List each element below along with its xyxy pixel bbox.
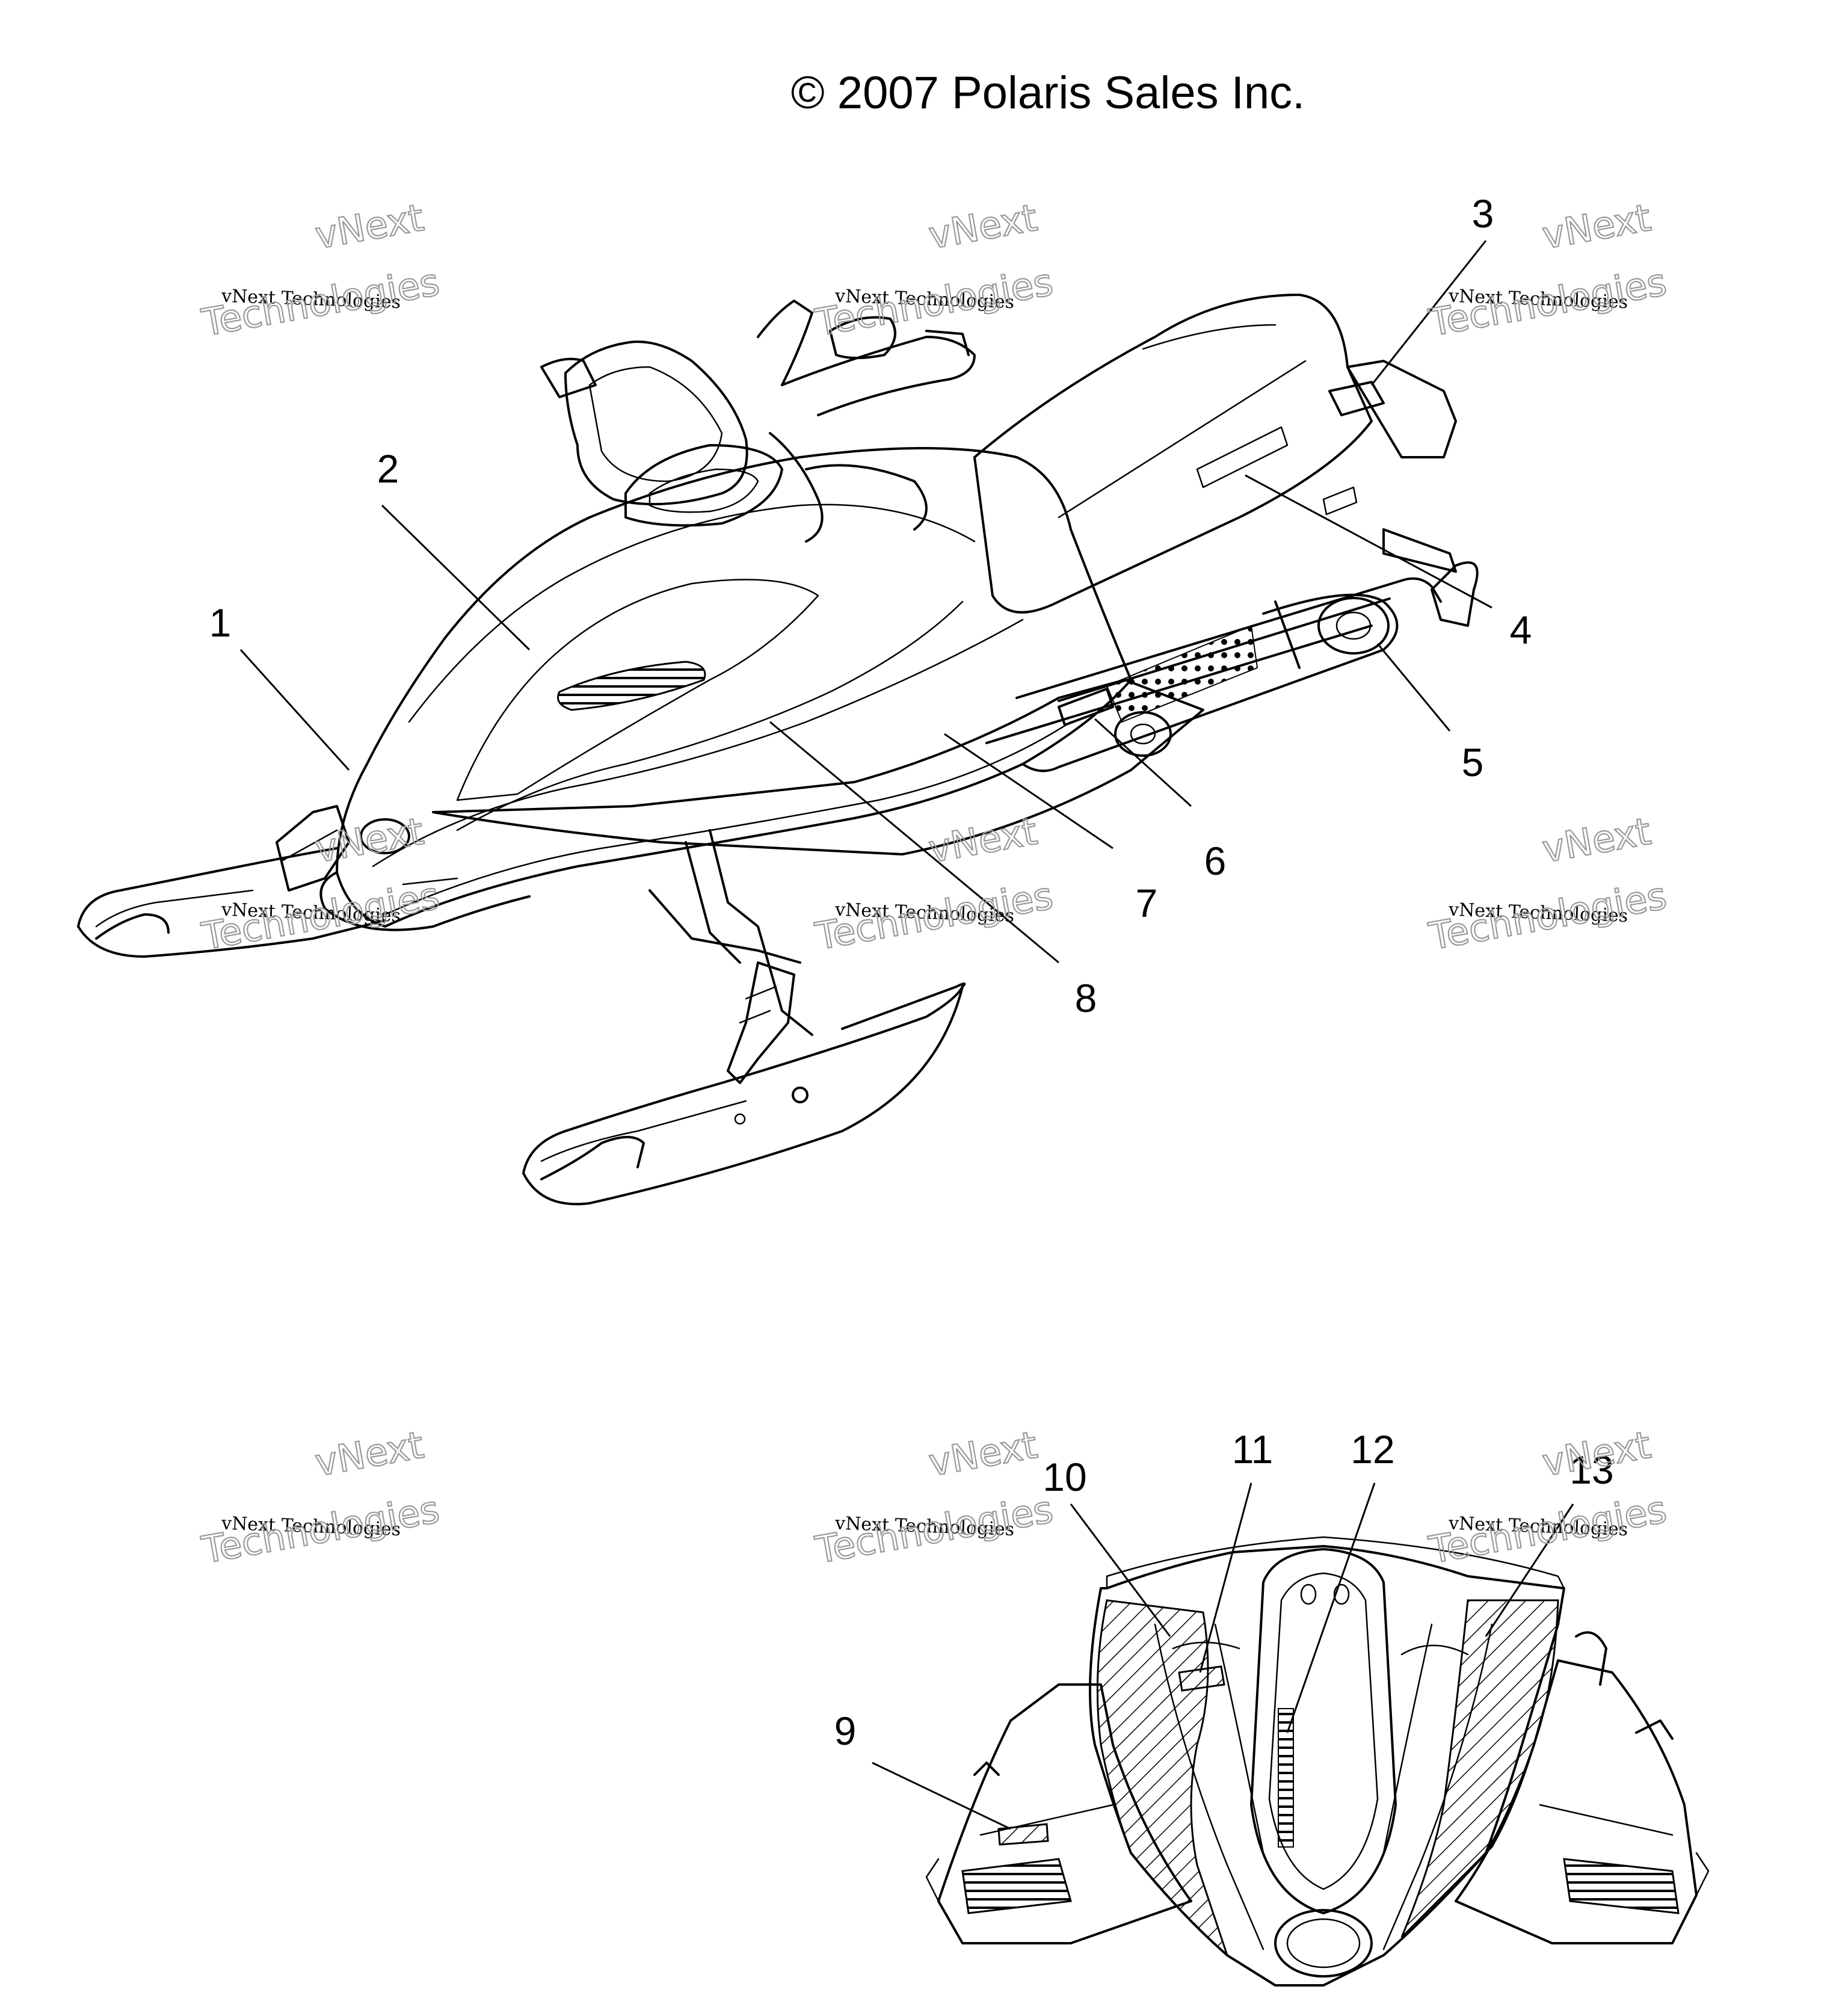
svg-text:Technologies: Technologies [812, 874, 1056, 958]
watermark: vNext vNext Technologies Technologies [198, 195, 443, 346]
watermark: vNext vNext Technologies Technologies [812, 1422, 1057, 1573]
svg-text:Technologies: Technologies [812, 1487, 1056, 1572]
callout-2: 2 [377, 446, 399, 491]
svg-text:Technologies: Technologies [199, 260, 443, 345]
svg-text:Technologies: Technologies [1426, 874, 1670, 958]
watermark: vNext vNext Technologies Technologies [812, 809, 1057, 960]
svg-text:vNext: vNext [925, 809, 1040, 871]
svg-text:Technologies: Technologies [1426, 1487, 1670, 1572]
svg-text:vNext: vNext [312, 1423, 427, 1485]
callout-8: 8 [1075, 976, 1097, 1020]
svg-text:Technologies: Technologies [199, 874, 443, 958]
leader-lines-hood [872, 1482, 1574, 1830]
callout-12: 12 [1351, 1427, 1394, 1472]
svg-text:vNext: vNext [312, 196, 427, 257]
callout-7: 7 [1136, 881, 1158, 925]
watermark: vNext vNext Technologies Technologies [812, 195, 1057, 346]
callout-11: 11 [1232, 1427, 1274, 1472]
watermark: vNext vNext Technologies Technologies [1425, 195, 1671, 346]
svg-text:vNext: vNext [312, 809, 427, 871]
watermark: vNext vNext Technologies Technologies [1425, 809, 1671, 960]
svg-text:vNext: vNext [1539, 809, 1654, 871]
svg-text:vNext: vNext [925, 1423, 1040, 1485]
copyright-text: © 2007 Polaris Sales Inc. [791, 67, 1305, 119]
svg-text:vNext: vNext [1539, 196, 1654, 257]
svg-text:vNext: vNext [1539, 1423, 1654, 1485]
callout-6: 6 [1204, 839, 1227, 883]
callout-5: 5 [1462, 740, 1484, 785]
svg-text:vNext: vNext [925, 196, 1040, 257]
leader-lines-side [239, 240, 1492, 964]
watermark: vNext vNext Technologies Technologies [1425, 1422, 1671, 1573]
snowmobile-side-view [77, 294, 1479, 1206]
svg-text:Technologies: Technologies [199, 1487, 443, 1572]
callout-labels: 1 2 3 4 5 6 7 8 9 10 11 12 13 [209, 191, 1614, 1753]
callout-9: 9 [834, 1709, 857, 1753]
callout-1: 1 [209, 600, 232, 645]
callout-4: 4 [1510, 608, 1532, 652]
hood-top-view [925, 1536, 1710, 1987]
callout-10: 10 [1043, 1455, 1086, 1499]
watermark: vNext vNext Technologies Technologies [198, 809, 443, 960]
svg-text:Technologies: Technologies [1426, 260, 1670, 345]
callout-3: 3 [1472, 191, 1494, 236]
watermark: vNext vNext Technologies Technologies [198, 1422, 443, 1573]
callout-13: 13 [1569, 1447, 1613, 1492]
